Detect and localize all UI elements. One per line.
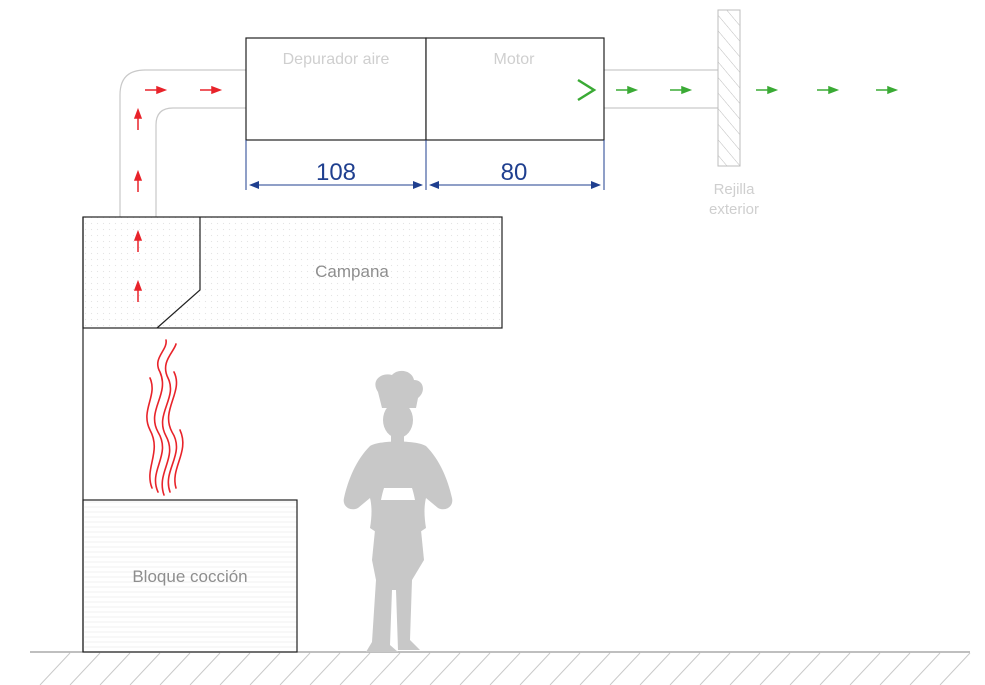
right-arrow (670, 85, 693, 95)
grille-label-line2: exterior (709, 201, 759, 218)
up-arrow (133, 279, 143, 302)
equipment-boxes: Depurador aire Motor (245, 37, 605, 141)
clean-air-arrows (616, 85, 899, 95)
right-arrow (876, 85, 899, 95)
up-arrow (133, 229, 143, 252)
dimension-motor-value: 80 (501, 159, 528, 186)
floor (30, 651, 971, 685)
up-arrow (133, 169, 143, 192)
hood-label: Campana (315, 262, 389, 281)
exhaust-duct (119, 69, 718, 217)
up-arrow (133, 107, 143, 130)
right-arrow (756, 85, 779, 95)
right-arrow (616, 85, 639, 95)
dimension-lines: 108 80 (245, 140, 605, 190)
hood: Campana (82, 216, 503, 329)
grille-label-line1: Rejilla (714, 181, 756, 198)
airflow-arrowhead (577, 78, 597, 102)
cooking-block-label: Bloque cocción (132, 567, 247, 586)
chef-silhouette-icon (343, 370, 453, 652)
right-arrow (200, 85, 223, 95)
hot-air-up-arrows (133, 107, 143, 302)
right-arrow (145, 85, 168, 95)
dimension-purifier-value: 108 (316, 159, 356, 186)
cooking-block: Bloque cocción (82, 499, 298, 653)
hot-air-right-arrows (145, 85, 223, 95)
right-arrow (817, 85, 840, 95)
purifier-label: Depurador aire (283, 51, 390, 68)
exterior-grille: Rejilla exterior (709, 9, 759, 218)
motor-label: Motor (494, 51, 536, 68)
flame-icon (146, 339, 184, 496)
